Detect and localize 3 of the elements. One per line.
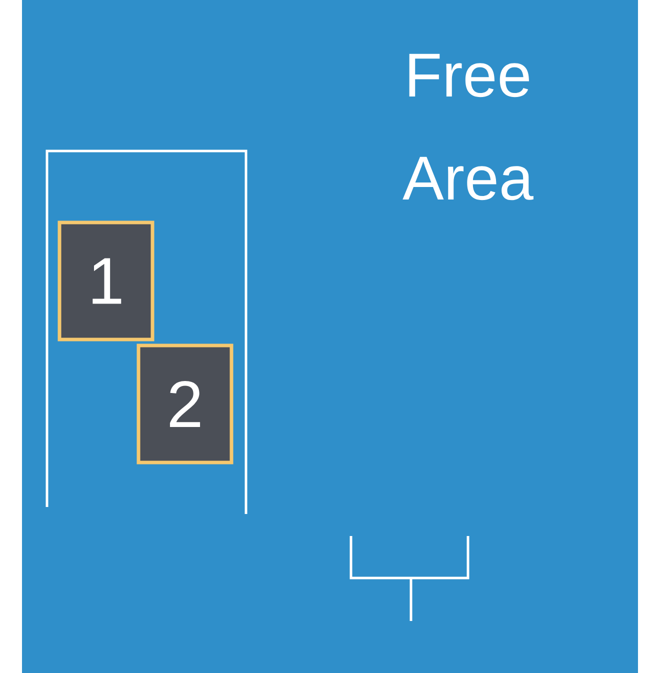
numbered-box: 1 [58, 220, 154, 342]
area-label: Free Area [402, 54, 534, 200]
numbered-box: 2 [136, 344, 234, 464]
